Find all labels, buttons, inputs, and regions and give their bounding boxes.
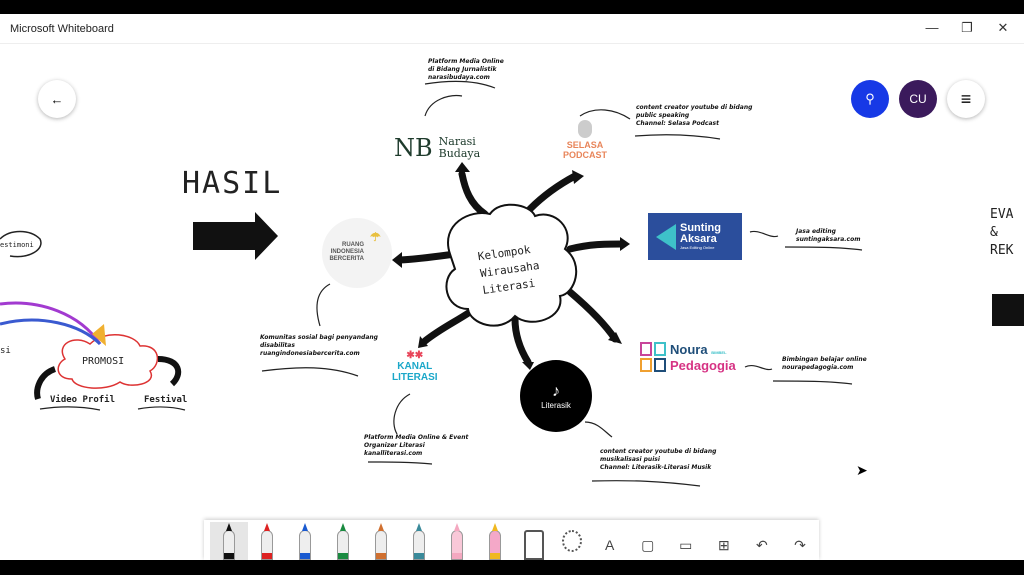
undo-icon: ↶ bbox=[756, 536, 768, 553]
selasa-podcast-logo: SELASA PODCAST bbox=[558, 120, 612, 168]
text-tool[interactable]: A bbox=[591, 522, 629, 560]
ruler-tool[interactable] bbox=[515, 522, 553, 560]
share-button[interactable]: ⚲ bbox=[851, 80, 889, 118]
pen-blue-tool[interactable] bbox=[286, 522, 324, 560]
umbrella-icon: ☂ bbox=[370, 230, 381, 244]
podcast-text: PODCAST bbox=[562, 150, 607, 160]
center-cloud-text: Kelompok Wirausaha Literasi bbox=[477, 240, 543, 299]
pen-rainbow-tool[interactable] bbox=[362, 522, 400, 560]
pen-red-tool[interactable] bbox=[248, 522, 286, 560]
ink-strokes bbox=[0, 80, 1024, 487]
logo-mark: NB bbox=[394, 134, 433, 162]
selasa-text: SELASA bbox=[566, 140, 604, 150]
eraser-tool[interactable] bbox=[476, 522, 514, 560]
mouse-cursor-icon: ➤ bbox=[856, 462, 868, 478]
puzzle-icon: ✱✱ bbox=[406, 350, 424, 361]
evaluasi-text: EVA&REK bbox=[990, 207, 1014, 258]
partial-text: si bbox=[0, 346, 11, 356]
lasso-icon bbox=[561, 530, 582, 552]
pen-galaxy-tool[interactable] bbox=[400, 522, 438, 560]
add-icon: ⊞ bbox=[717, 536, 730, 553]
logo-text: Narasi bbox=[438, 135, 476, 148]
video-profil-text: Video Profil bbox=[50, 395, 116, 405]
microphone-icon bbox=[578, 120, 592, 138]
text-icon: A bbox=[604, 537, 615, 553]
add-tool[interactable]: ⊞ bbox=[705, 522, 743, 560]
lasso-tool[interactable] bbox=[553, 522, 591, 560]
undo-button[interactable]: ↶ bbox=[743, 522, 781, 560]
image-tool[interactable]: ▭ bbox=[667, 522, 705, 560]
promosi-text: PROMOSI bbox=[82, 356, 125, 367]
search-triangle-icon bbox=[656, 223, 676, 250]
image-icon: ▭ bbox=[679, 536, 693, 553]
note-tool[interactable]: ▢ bbox=[629, 522, 667, 560]
logo-text: Budaya bbox=[438, 147, 481, 160]
guitar-icon: ♪ bbox=[552, 382, 560, 400]
hamburger-icon: ≡ bbox=[960, 88, 972, 109]
sticky-note-icon: ▢ bbox=[641, 536, 655, 553]
pen-black-tool[interactable] bbox=[210, 522, 249, 560]
ruler-icon bbox=[523, 530, 544, 560]
highlighter-tool[interactable] bbox=[438, 522, 476, 560]
minimize-button[interactable]: — bbox=[925, 20, 939, 35]
person-share-icon: ⚲ bbox=[865, 91, 875, 106]
hasil-heading: HASIL bbox=[182, 166, 283, 201]
pen-green-tool[interactable] bbox=[324, 522, 362, 560]
speech-bubbles-icon bbox=[640, 342, 666, 372]
avatar[interactable]: CU bbox=[899, 80, 937, 118]
redo-icon: ↷ bbox=[794, 536, 806, 553]
window-title: Microsoft Whiteboard bbox=[10, 23, 114, 35]
back-arrow-icon: ← bbox=[50, 91, 64, 107]
menu-button[interactable]: ≡ bbox=[947, 80, 985, 118]
redo-button[interactable]: ↷ bbox=[781, 522, 819, 560]
whiteboard-canvas[interactable]: ← ⚲ CU ≡ HASIL Kelompok Wirausaha Litera… bbox=[0, 44, 1024, 560]
title-bar: Microsoft Whiteboard — ❐ ✕ bbox=[0, 14, 1024, 44]
restore-button[interactable]: ❐ bbox=[961, 20, 973, 35]
festival-text: Festival bbox=[144, 395, 188, 405]
close-button[interactable]: ✕ bbox=[997, 20, 1009, 35]
testimoni-text: estimoni bbox=[0, 241, 34, 249]
inking-toolbar: A ▢ ▭ ⊞ ↶ ↷ bbox=[204, 520, 819, 560]
back-button[interactable]: ← bbox=[38, 80, 76, 118]
literasik-logo: ♪Literasik bbox=[520, 360, 592, 432]
